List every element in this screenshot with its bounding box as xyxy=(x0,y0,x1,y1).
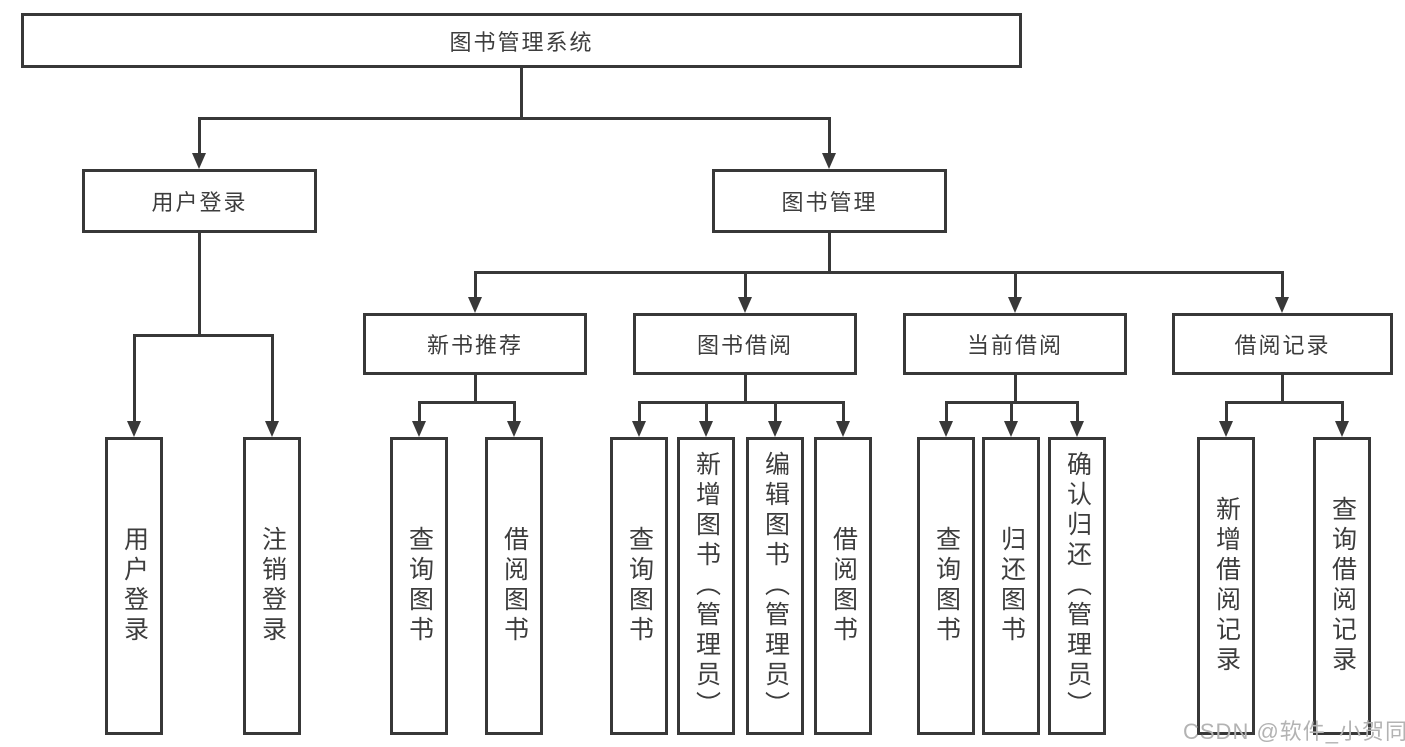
connector-line xyxy=(842,401,845,423)
leaf-query-book-borrow-label: 查询图书 xyxy=(625,526,654,646)
arrowhead-icon xyxy=(738,297,752,313)
node-new-book-recommend: 新书推荐 xyxy=(363,313,587,375)
node-borrow-record-label: 借阅记录 xyxy=(1234,333,1331,358)
connector-line xyxy=(1225,401,1228,423)
node-book-borrow-label: 图书借阅 xyxy=(696,333,793,358)
arrowhead-icon xyxy=(1335,421,1349,437)
arrowhead-icon xyxy=(1004,421,1018,437)
connector-line xyxy=(638,401,641,423)
arrowhead-icon xyxy=(412,421,426,437)
leaf-query-book-recommend: 查询图书 xyxy=(390,437,448,735)
node-borrow-record: 借阅记录 xyxy=(1172,313,1393,375)
node-user-login-label: 用户登录 xyxy=(151,190,248,215)
connector-line xyxy=(418,401,516,404)
connector-line xyxy=(271,334,274,424)
connector-line xyxy=(1281,375,1284,404)
leaf-borrow-book-label: 借阅图书 xyxy=(829,526,858,646)
leaf-borrow-book-recommend: 借阅图书 xyxy=(485,437,543,735)
node-book-management: 图书管理 xyxy=(712,169,947,233)
arrowhead-icon xyxy=(699,421,713,437)
node-user-login: 用户登录 xyxy=(82,169,317,233)
connector-line xyxy=(945,401,948,423)
connector-line xyxy=(774,401,777,423)
leaf-logout: 注销登录 xyxy=(243,437,301,735)
leaf-query-borrow-record-label: 查询借阅记录 xyxy=(1328,496,1357,676)
connector-line xyxy=(520,66,523,119)
connector-line xyxy=(198,117,201,157)
leaf-confirm-return-admin-label: 确认归还（管理员） xyxy=(1063,451,1092,721)
arrowhead-icon xyxy=(1008,297,1022,313)
connector-line xyxy=(198,233,201,336)
arrowhead-icon xyxy=(468,297,482,313)
node-current-borrow-label: 当前借阅 xyxy=(966,333,1063,358)
arrowhead-icon xyxy=(822,153,836,169)
connector-line xyxy=(513,401,516,423)
leaf-logout-label: 注销登录 xyxy=(258,526,287,646)
connector-line xyxy=(705,401,708,423)
leaf-return-book-label: 归还图书 xyxy=(997,526,1026,646)
connector-line xyxy=(1010,401,1013,423)
leaf-user-login: 用户登录 xyxy=(105,437,163,735)
connector-line xyxy=(198,117,831,120)
leaf-add-book-admin-label: 新增图书（管理员） xyxy=(692,451,721,721)
arrowhead-icon xyxy=(1219,421,1233,437)
leaf-add-borrow-record: 新增借阅记录 xyxy=(1197,437,1255,735)
node-book-management-label: 图书管理 xyxy=(781,190,878,215)
connector-line xyxy=(1225,401,1344,404)
arrowhead-icon xyxy=(836,421,850,437)
connector-line xyxy=(638,401,845,404)
arrowhead-icon xyxy=(632,421,646,437)
connector-line xyxy=(828,233,831,274)
node-current-borrow: 当前借阅 xyxy=(903,313,1127,375)
node-new-book-recommend-label: 新书推荐 xyxy=(426,333,523,358)
arrowhead-icon xyxy=(127,421,141,437)
leaf-return-book: 归还图书 xyxy=(982,437,1040,735)
connector-line xyxy=(133,334,272,337)
leaf-query-book-current: 查询图书 xyxy=(917,437,975,735)
leaf-edit-book-admin-label: 编辑图书（管理员） xyxy=(761,451,790,721)
leaf-add-book-admin: 新增图书（管理员） xyxy=(677,437,735,735)
arrowhead-icon xyxy=(768,421,782,437)
leaf-confirm-return-admin: 确认归还（管理员） xyxy=(1048,437,1106,735)
watermark: CSDN @软件_小贺同学 xyxy=(1183,719,1405,744)
arrowhead-icon xyxy=(192,153,206,169)
arrowhead-icon xyxy=(507,421,521,437)
leaf-add-borrow-record-label: 新增借阅记录 xyxy=(1212,496,1241,676)
connector-line xyxy=(1281,271,1284,299)
leaf-borrow-book-recommend-label: 借阅图书 xyxy=(500,526,529,646)
connector-line xyxy=(744,271,747,299)
leaf-borrow-book: 借阅图书 xyxy=(814,437,872,735)
connector-line xyxy=(1341,401,1344,423)
leaf-query-book-recommend-label: 查询图书 xyxy=(405,526,434,646)
connector-line xyxy=(1014,271,1017,299)
leaf-user-login-label: 用户登录 xyxy=(120,526,149,646)
leaf-query-book-current-label: 查询图书 xyxy=(932,526,961,646)
connector-line xyxy=(828,117,831,157)
connector-line xyxy=(133,334,136,424)
node-book-borrow: 图书借阅 xyxy=(633,313,857,375)
arrowhead-icon xyxy=(939,421,953,437)
arrowhead-icon xyxy=(1275,297,1289,313)
connector-line xyxy=(1076,401,1079,423)
connector-line xyxy=(744,375,747,404)
arrowhead-icon xyxy=(1070,421,1084,437)
connector-line xyxy=(474,271,477,299)
connector-line xyxy=(474,375,477,404)
leaf-edit-book-admin: 编辑图书（管理员） xyxy=(746,437,804,735)
connector-line xyxy=(418,401,421,423)
connector-line xyxy=(1014,375,1017,404)
arrowhead-icon xyxy=(265,421,279,437)
leaf-query-book-borrow: 查询图书 xyxy=(610,437,668,735)
connector-line xyxy=(474,271,1284,274)
leaf-query-borrow-record: 查询借阅记录 xyxy=(1313,437,1371,735)
node-root-label: 图书管理系统 xyxy=(449,29,594,55)
node-root: 图书管理系统 xyxy=(21,13,1022,68)
